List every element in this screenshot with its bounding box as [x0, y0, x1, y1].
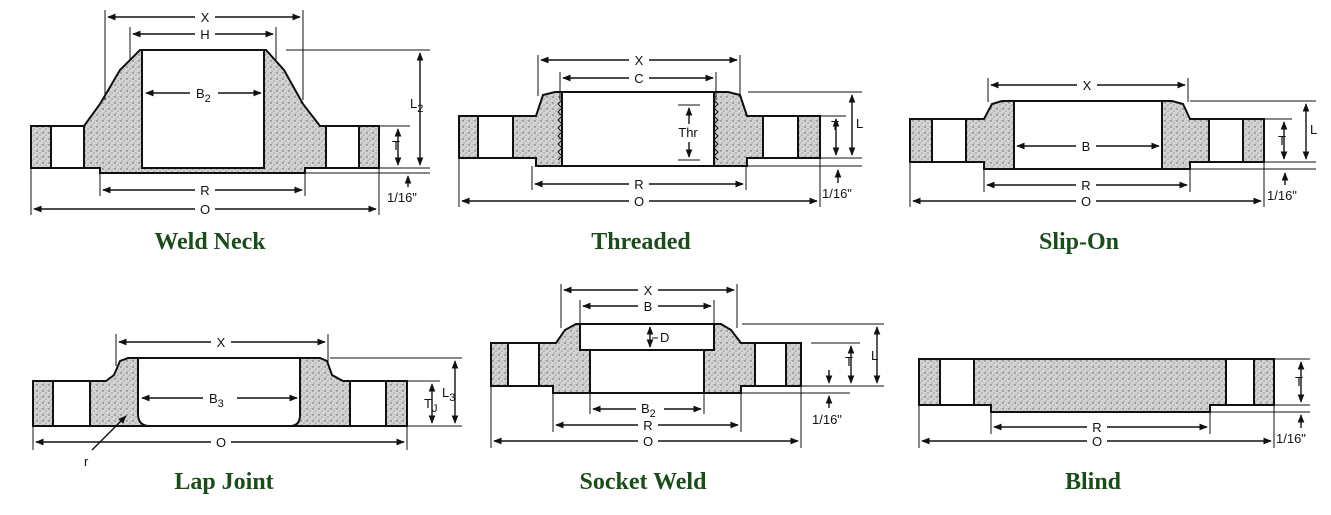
- slip-on-caption: Slip-On: [1039, 229, 1119, 255]
- slip-on-bore: [1013, 100, 1163, 170]
- threaded-o-label: O: [634, 194, 644, 209]
- socket-weld-t-label: T: [845, 354, 853, 369]
- threaded-caption: Threaded: [591, 229, 691, 255]
- blind-bolt-hole-right: [1225, 358, 1255, 406]
- socket-weld-d-label: D: [660, 330, 669, 345]
- lap-joint-bolt-hole-left: [52, 380, 91, 427]
- socket-weld-r-label: R: [643, 418, 652, 433]
- blind-flange: T R O 1/16" Blind: [918, 358, 1310, 495]
- socket-weld-b2-label: B2: [641, 401, 656, 420]
- weld-neck-bolt-hole-right: [325, 125, 360, 169]
- threaded-bolt-hole-right: [762, 115, 799, 159]
- blind-raised-face-label: 1/16": [1276, 431, 1306, 446]
- slip-on-t-label: T: [1278, 133, 1286, 148]
- threaded-raised-face-label: 1/16": [822, 186, 852, 201]
- lap-joint-b3-label: B3: [209, 391, 224, 410]
- blind-r-label: R: [1092, 420, 1101, 435]
- threaded-x-label: X: [635, 53, 644, 68]
- weld-neck-t-label: T: [392, 138, 400, 153]
- slip-on-bolt-hole-left: [931, 118, 967, 163]
- threaded-l-label: L: [856, 116, 863, 131]
- socket-weld-bore: [589, 349, 705, 394]
- slip-on-b-label: B: [1082, 139, 1091, 154]
- lap-joint-x-label: X: [217, 335, 226, 350]
- slip-on-bolt-hole-right: [1208, 118, 1244, 163]
- blind-caption: Blind: [1065, 469, 1122, 495]
- socket-weld-l-label: L: [871, 348, 878, 363]
- blind-o-label: O: [1092, 434, 1102, 449]
- lap-joint-bolt-hole-right: [349, 380, 387, 427]
- socket-weld-o-label: O: [643, 434, 653, 449]
- weld-neck-caption: Weld Neck: [154, 229, 266, 255]
- lap-joint-tj-label: TJ: [424, 396, 437, 415]
- lap-joint-o-label: O: [216, 435, 226, 450]
- threaded-bolt-hole-left: [477, 115, 514, 159]
- weld-neck-l2-label: L2: [410, 96, 423, 115]
- threaded-thread-right: [713, 99, 719, 161]
- slip-on-l-label: L: [1310, 122, 1317, 137]
- socket-weld-bolt-hole-right: [754, 342, 787, 387]
- threaded-thr-label: Thr: [678, 125, 698, 140]
- slip-on-r-label: R: [1081, 178, 1090, 193]
- weld-neck-flange: X H B2 L2 T R O 1/16" Weld N: [30, 8, 430, 255]
- slip-on-o-label: O: [1081, 194, 1091, 209]
- threaded-t-label: T: [831, 118, 839, 133]
- weld-neck-r-label: R: [200, 183, 209, 198]
- weld-neck-raised-face-label: 1/16": [387, 190, 417, 205]
- lap-joint-r-label: r: [84, 454, 89, 469]
- weld-neck-h-label: H: [200, 27, 209, 42]
- socket-weld-bolt-hole-left: [507, 342, 540, 387]
- blind-bolt-hole-left: [939, 358, 975, 406]
- blind-t-label: T: [1295, 374, 1303, 389]
- threaded-r-label: R: [634, 177, 643, 192]
- slip-on-flange: X B T L R O 1/16" Slip-On: [909, 77, 1317, 255]
- lap-joint-caption: Lap Joint: [174, 469, 273, 495]
- threaded-c-label: C: [634, 71, 643, 86]
- socket-weld-b-label: B: [644, 299, 653, 314]
- weld-neck-o-label: O: [200, 202, 210, 217]
- threaded-flange: X C Thr T L R O 1/16" Thread: [458, 52, 863, 255]
- weld-neck-b2-label: B2: [196, 86, 211, 105]
- threaded-thread-left: [557, 99, 563, 161]
- weld-neck-x-label: X: [201, 10, 210, 25]
- socket-weld-raised-face-label: 1/16": [812, 412, 842, 427]
- socket-weld-caption: Socket Weld: [580, 469, 708, 495]
- socket-weld-socket: [579, 323, 715, 351]
- socket-weld-flange: X B D T L B2 R O: [490, 282, 884, 495]
- weld-neck-bolt-hole-left: [50, 125, 85, 169]
- socket-weld-x-label: X: [644, 283, 653, 298]
- slip-on-raised-face-label: 1/16": [1267, 188, 1297, 203]
- slip-on-x-label: X: [1083, 78, 1092, 93]
- lap-joint-flange: X B3 r TJ L3 O Lap Joint: [32, 334, 462, 495]
- weld-neck-bore: [141, 49, 265, 169]
- lap-joint-l3-label: L3: [442, 385, 455, 404]
